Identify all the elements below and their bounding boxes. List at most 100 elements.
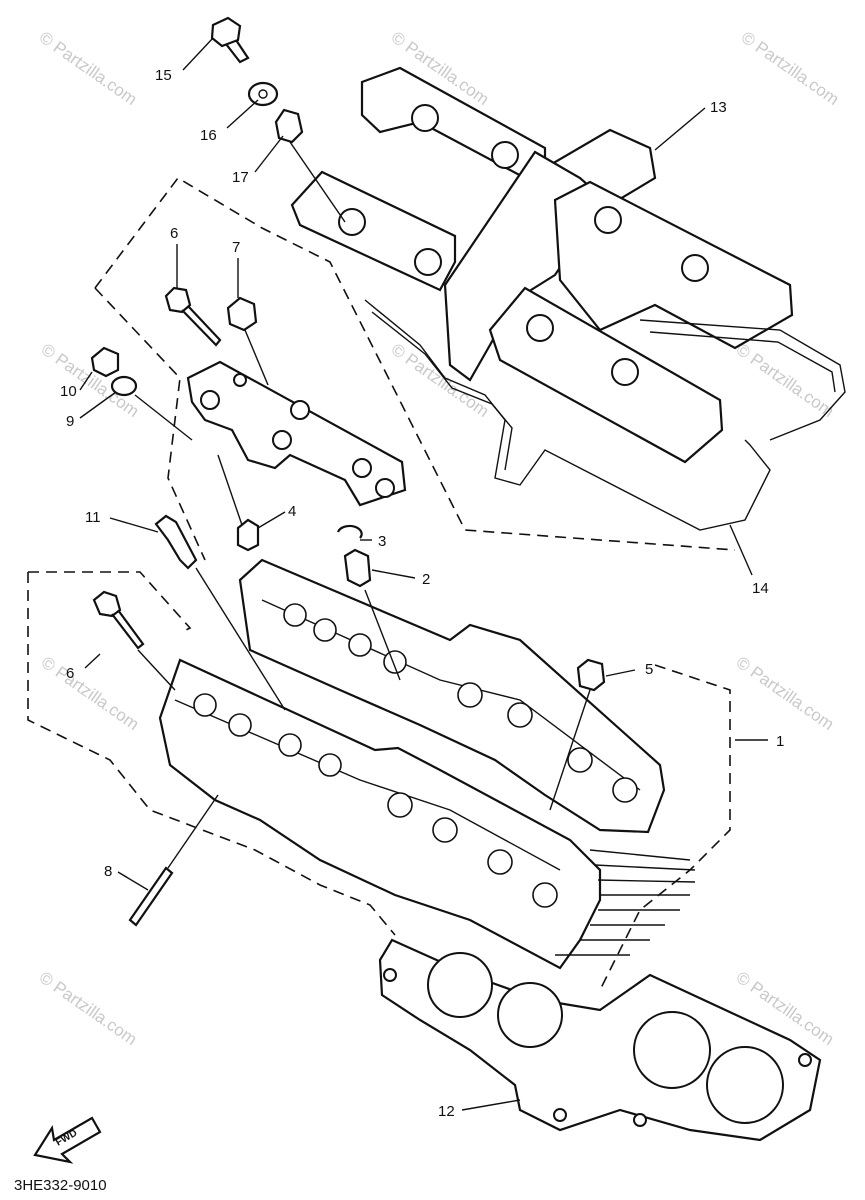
cam-lobe xyxy=(348,633,372,657)
leader-11-to-head xyxy=(195,567,286,711)
grommet-17 xyxy=(274,108,304,144)
cam-lobe xyxy=(228,713,252,737)
callout-12: 12 xyxy=(438,1103,455,1120)
cam-lobe xyxy=(283,603,307,627)
callout-5: 5 xyxy=(645,661,653,678)
bolt-6-lower xyxy=(92,590,145,650)
leader-7-to-cap xyxy=(244,329,269,386)
cap-bolt-hole xyxy=(352,458,372,478)
callout-6-upper: 6 xyxy=(170,225,178,242)
head-cover-gasket-inner xyxy=(371,311,836,471)
gasket-bore xyxy=(427,952,493,1018)
cover-bolt-hole xyxy=(414,248,442,276)
nut-10 xyxy=(90,346,120,378)
callout-17: 17 xyxy=(232,169,249,186)
cap-bolt-hole xyxy=(200,390,220,410)
leader-16 xyxy=(226,99,259,129)
diagram-code: 3HE332-9010 xyxy=(14,1177,107,1194)
callout-2: 2 xyxy=(422,571,430,588)
cap-bolt-hole xyxy=(375,478,395,498)
camshaft-cap-rail xyxy=(186,360,407,507)
callout-9: 9 xyxy=(66,413,74,430)
dowel-pin-4 xyxy=(236,518,260,552)
leader-8-to-head xyxy=(167,794,219,869)
callout-11: 11 xyxy=(85,509,101,526)
spark-plug-11 xyxy=(154,514,198,570)
leader-8 xyxy=(117,871,149,891)
washer-16-hole xyxy=(258,89,268,99)
bolt-6-upper xyxy=(164,286,222,347)
gasket-bolt-hole xyxy=(798,1053,812,1067)
head-cover-front-bank-right xyxy=(553,180,794,350)
leader-17-to-cover xyxy=(289,141,346,223)
leader-17 xyxy=(254,135,284,173)
cover-bolt-hole xyxy=(526,314,554,342)
callout-16: 16 xyxy=(200,127,217,144)
cam-lobe xyxy=(278,733,302,757)
cylinder-head-cover xyxy=(290,66,846,531)
head-cover-gasket-outline xyxy=(364,299,846,531)
plug-5 xyxy=(576,658,606,692)
gasket-bolt-hole xyxy=(633,1113,647,1127)
callout-numbers: 15 16 17 13 14 6 7 10 9 4 3 2 5 11 6 8 1… xyxy=(60,67,784,1120)
callout-13: 13 xyxy=(710,99,727,116)
leader-9 xyxy=(79,391,117,419)
cylinder-head-gasket xyxy=(378,938,822,1142)
leader-2 xyxy=(371,569,416,579)
leader-6-lower-to-head xyxy=(137,649,176,691)
leader-12 xyxy=(461,1099,521,1111)
callout-7: 7 xyxy=(232,239,240,256)
callout-8: 8 xyxy=(104,863,112,880)
cam-lobe xyxy=(318,753,342,777)
plug-7 xyxy=(226,296,258,332)
callout-1: 1 xyxy=(776,733,784,750)
cylinder-head-upper-bank xyxy=(238,558,666,834)
leader-15 xyxy=(182,37,214,71)
callout-4: 4 xyxy=(288,503,296,520)
cover-bolt-hole xyxy=(411,104,439,132)
cam-lobe xyxy=(532,882,558,908)
cover-bolt-15 xyxy=(210,16,250,64)
watermark: © Partzilla.com xyxy=(36,968,141,1049)
cover-bolt-hole xyxy=(681,254,709,282)
gasket-bolt-hole xyxy=(383,968,397,982)
gasket-bore xyxy=(706,1046,784,1124)
head-cover-rear-bank xyxy=(360,66,657,207)
callout-10: 10 xyxy=(60,383,77,400)
cam-lobe xyxy=(612,777,638,803)
small-parts xyxy=(154,514,606,692)
leader-5-to-head xyxy=(549,689,591,811)
fwd-arrow-icon xyxy=(33,1116,102,1164)
upper-fasteners xyxy=(90,286,258,397)
cam-lobe xyxy=(383,650,407,674)
callout-3: 3 xyxy=(378,533,386,550)
cover-bolt-hole xyxy=(611,358,639,386)
callout-15: 15 xyxy=(155,67,172,84)
lower-group-outline xyxy=(27,571,396,936)
cam-lobe xyxy=(507,702,533,728)
leader-6-lower xyxy=(84,653,101,669)
watermark: © Partzilla.com xyxy=(733,653,838,734)
cylinder-head-cooling-fins xyxy=(555,849,696,956)
cover-fasteners xyxy=(210,16,304,144)
washer-9 xyxy=(110,375,138,397)
forward-direction-indicator: FWD xyxy=(33,1116,102,1164)
leader-4-to-cap xyxy=(217,454,243,526)
cam-lobe xyxy=(487,849,513,875)
leader-13 xyxy=(654,107,706,151)
cam-lobe xyxy=(313,618,337,642)
camshaft-cap-assembly xyxy=(186,360,407,507)
leader-9-to-cap xyxy=(134,394,193,441)
cam-lobe xyxy=(387,792,413,818)
cam-lobe xyxy=(193,693,217,717)
assembly-group-outlines xyxy=(27,176,736,991)
cap-bolt-hole xyxy=(290,400,310,420)
leader-lines xyxy=(79,37,768,1111)
cam-lobe xyxy=(432,817,458,843)
cover-bolt-hole xyxy=(594,206,622,234)
head-cover-bolt-holes xyxy=(338,104,709,386)
callout-14: 14 xyxy=(752,580,769,597)
callout-6-lower: 6 xyxy=(66,665,74,682)
leader-11 xyxy=(109,517,159,533)
